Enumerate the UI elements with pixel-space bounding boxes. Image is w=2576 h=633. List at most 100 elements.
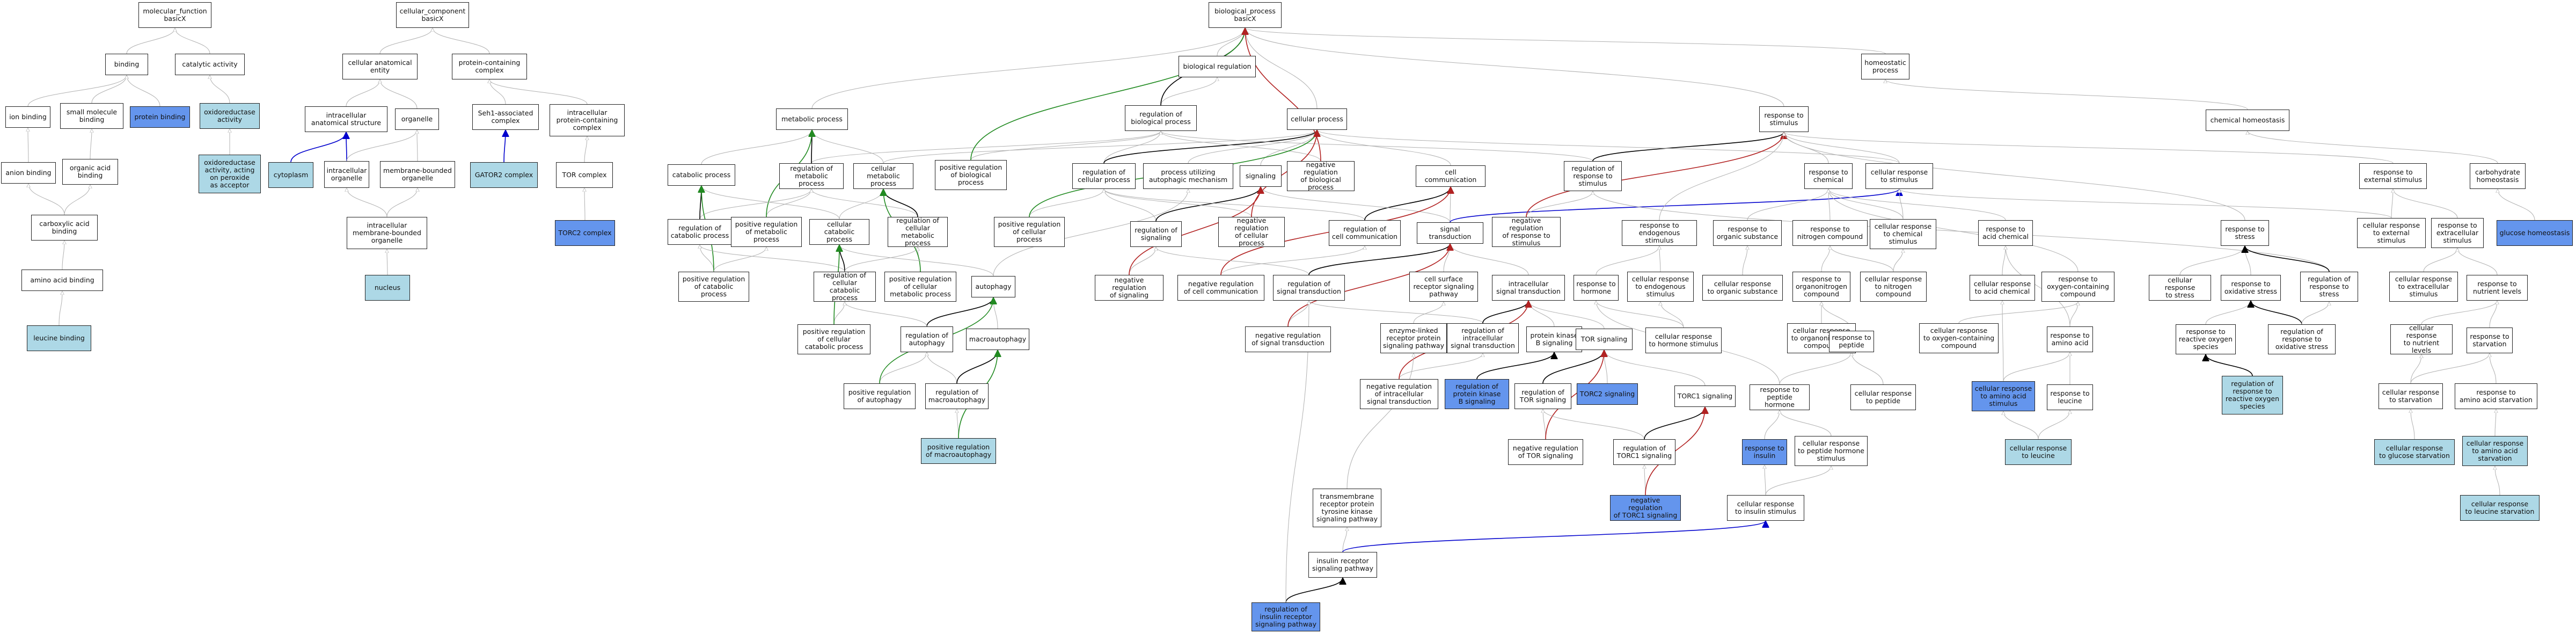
node-carboxylic-acid-binding[interactable]: carboxylic acid binding — [31, 215, 98, 241]
node-response-to-organic-substance[interactable]: response to organic substance — [1713, 220, 1782, 246]
node-positive-regulation-of-macroautophagy[interactable]: positive regulation of macroautophagy — [921, 438, 996, 464]
node-cellular-response-to-hormone-stimulus[interactable]: cellular response to hormone stimulus — [1645, 328, 1722, 353]
node-leucine-binding[interactable]: leucine binding — [27, 325, 91, 351]
node-negative-regulation-of-tor-signaling[interactable]: negative regulation of TOR signaling — [1508, 439, 1583, 465]
node-cellular-response-to-endogenous-stimulus[interactable]: cellular response to endogenous stimulus — [1627, 272, 1694, 302]
node-catabolic-process[interactable]: catabolic process — [668, 164, 735, 186]
node-protein-binding[interactable]: protein binding — [130, 106, 190, 128]
node-anion-binding[interactable]: anion binding — [1, 162, 56, 184]
node-cellular-response-to-acid-chemical[interactable]: cellular response to acid chemical — [1970, 275, 2035, 301]
node-organelle[interactable]: organelle — [395, 108, 439, 130]
node-regulation-of-signaling[interactable]: regulation of signaling — [1130, 221, 1182, 247]
node-regulation-of-intracellular-signal-transduction[interactable]: regulation of intracellular signal trans… — [1447, 323, 1519, 353]
node-response-to-organonitrogen-compound[interactable]: response to organonitrogen compound — [1792, 272, 1850, 302]
node-cellular-catabolic-process[interactable]: cellular catabolic process — [809, 219, 869, 245]
node-regulation-of-metabolic-process[interactable]: regulation of metabolic process — [779, 163, 844, 189]
node-protein-containing-complex[interactable]: protein-containing complex — [452, 54, 527, 79]
node-response-to-oxidative-stress[interactable]: response to oxidative stress — [2221, 275, 2281, 301]
node-cellular-response-to-peptide[interactable]: cellular response to peptide — [1850, 384, 1916, 410]
node-signaling[interactable]: signaling — [1240, 165, 1282, 187]
node-biological-regulation[interactable]: biological regulation — [1179, 56, 1256, 77]
node-cellular-response-to-insulin-stimulus[interactable]: cellular response to insulin stimulus — [1727, 495, 1804, 521]
node-seh1-associated-complex[interactable]: Seh1-associated complex — [472, 104, 539, 130]
node-positive-regulation-of-autophagy[interactable]: positive regulation of autophagy — [844, 383, 916, 409]
node-negative-regulation-of-cellular-process[interactable]: negative regulation of cellular process — [1218, 217, 1285, 247]
node-response-to-acid-chemical[interactable]: response to acid chemical — [1978, 220, 2033, 246]
node-response-to-endogenous-stimulus[interactable]: response to endogenous stimulus — [1622, 220, 1697, 246]
node-autophagy[interactable]: autophagy — [971, 276, 1015, 297]
node-positive-regulation-of-biological-process[interactable]: positive regulation of biological proces… — [935, 160, 1007, 190]
node-negative-regulation-of-signal-transduction[interactable]: negative regulation of signal transducti… — [1245, 326, 1331, 352]
node-organic-acid-binding[interactable]: organic acid binding — [62, 159, 118, 185]
node-cellular-response-to-stress[interactable]: cellular response to stress — [2149, 275, 2211, 301]
node-regulation-of-signal-transduction[interactable]: regulation of signal transduction — [1273, 275, 1345, 301]
node-cellular-response-to-glucose-starvation[interactable]: cellular response to glucose starvation — [2374, 439, 2455, 465]
node-regulation-of-protein-kinase-b-signaling[interactable]: regulation of protein kinase B signaling — [1445, 379, 1509, 409]
node-regulation-of-cellular-metabolic-process[interactable]: regulation of cellular metabolic process — [888, 217, 948, 247]
node-cellular-response-to-organic-substance[interactable]: cellular response to organic substance — [1702, 275, 1783, 301]
node-response-to-stress[interactable]: response to stress — [2221, 220, 2269, 246]
node-cell-communication[interactable]: cell communication — [1416, 165, 1485, 187]
node-regulation-of-response-to-oxidative-stress[interactable]: regulation of response to oxidative stre… — [2268, 324, 2336, 354]
node-intracellular-membrane-bounded-organelle[interactable]: intracellular membrane-bounded organelle — [347, 217, 427, 249]
node-response-to-starvation[interactable]: response to starvation — [2467, 328, 2513, 353]
node-intracellular-protein-containing-complex[interactable]: intracellular protein-containing complex — [550, 104, 625, 136]
node-insulin-receptor-signaling-pathway[interactable]: insulin receptor signaling pathway — [1308, 552, 1377, 578]
node-cellular-response-to-extracellular-stimulus[interactable]: cellular response to extracellular stimu… — [2389, 272, 2458, 302]
node-regulation-of-response-to-stimulus[interactable]: regulation of response to stimulus — [1564, 161, 1622, 191]
node-cellular-response-to-peptide-hormone-stimulus[interactable]: cellular response to peptide hormone sti… — [1795, 436, 1868, 466]
node-chemical-homeostasis[interactable]: chemical homeostasis — [2206, 110, 2289, 131]
node-cellular-response-to-starvation[interactable]: cellular response to starvation — [2379, 383, 2443, 409]
node-cellular-response-to-external-stimulus[interactable]: cellular response to external stimulus — [2357, 218, 2426, 248]
node-cellular-response-to-chemical-stimulus[interactable]: cellular response to chemical stimulus — [1870, 219, 1936, 249]
node-positive-regulation-of-cellular-catabolic-process[interactable]: positive regulation of cellular cataboli… — [797, 324, 870, 354]
node-cell-surface-receptor-signaling-pathway[interactable]: cell surface receptor signaling pathway — [1409, 272, 1478, 302]
node-response-to-reactive-oxygen-species[interactable]: response to reactive oxygen species — [2176, 324, 2236, 354]
node-regulation-of-response-to-reactive-oxygen-species[interactable]: regulation of response to reactive oxyge… — [2222, 376, 2283, 414]
node-negative-regulation-of-torc1-signaling[interactable]: negative regulation of TORC1 signaling — [1610, 495, 1681, 521]
node-regulation-of-autophagy[interactable]: regulation of autophagy — [901, 326, 953, 352]
node-intracellular-signal-transduction[interactable]: intracellular signal transduction — [1492, 275, 1565, 301]
node-cytoplasm[interactable]: cytoplasm — [268, 162, 313, 188]
node-response-to-hormone[interactable]: response to hormone — [1574, 275, 1619, 301]
node-cellular-response-to-amino-acid-stimulus[interactable]: cellular response to amino acid stimulus — [1972, 381, 2035, 411]
node-response-to-chemical[interactable]: response to chemical — [1804, 163, 1853, 189]
node-regulation-of-tor-signaling[interactable]: regulation of TOR signaling — [1514, 383, 1571, 409]
node-negative-regulation-of-biological-process[interactable]: negative regulation of biological proces… — [1287, 161, 1355, 191]
node-regulation-of-catabolic-process[interactable]: regulation of catabolic process — [668, 219, 732, 245]
node-intracellular-organelle[interactable]: intracellular organelle — [324, 161, 369, 188]
node-carbohydrate-homeostasis[interactable]: carbohydrate homeostasis — [2470, 163, 2526, 189]
node-cellular-response-to-leucine[interactable]: cellular response to leucine — [2005, 439, 2072, 465]
node-nucleus[interactable]: nucleus — [365, 275, 410, 301]
node-cellular-process[interactable]: cellular process — [1287, 108, 1347, 130]
node-regulation-of-insulin-receptor-signaling-pathway[interactable]: regulation of insulin receptor signaling… — [1252, 602, 1320, 631]
node-metabolic-process[interactable]: metabolic process — [776, 108, 848, 130]
node-signal-transduction[interactable]: signal transduction — [1417, 222, 1483, 244]
node-intracellular-anatomical-structure[interactable]: intracellular anatomical structure — [305, 106, 387, 132]
node-tor-complex[interactable]: TOR complex — [556, 162, 613, 188]
node-response-to-extracellular-stimulus[interactable]: response to extracellular stimulus — [2431, 218, 2484, 248]
node-regulation-of-biological-process[interactable]: regulation of biological process — [1125, 105, 1197, 131]
node-response-to-external-stimulus[interactable]: response to external stimulus — [2359, 163, 2427, 189]
node-homeostatic-process[interactable]: homeostatic process — [1861, 54, 1909, 79]
node-transmembrane-receptor-protein-tyrosine-kinase-signaling-pathway[interactable]: transmembrane receptor protein tyrosine … — [1313, 489, 1381, 527]
node-positive-regulation-of-cellular-metabolic-process[interactable]: positive regulation of cellular metaboli… — [884, 272, 956, 302]
node-negative-regulation-of-signaling[interactable]: negative regulation of signaling — [1095, 275, 1163, 301]
node-regulation-of-cellular-process[interactable]: regulation of cellular process — [1072, 163, 1136, 189]
node-membrane-bounded-organelle[interactable]: membrane-bounded organelle — [380, 161, 455, 188]
node-torc1-signaling[interactable]: TORC1 signaling — [1674, 385, 1736, 407]
node-cellular-response-to-amino-acid-starvation[interactable]: cellular response to amino acid starvati… — [2462, 436, 2528, 466]
node-binding[interactable]: binding — [105, 54, 148, 75]
node-cellular-metabolic-process[interactable]: cellular metabolic process — [853, 163, 913, 189]
node-oxidoreductase-peroxide[interactable]: oxidoreductase activity, acting on perox… — [199, 155, 261, 193]
node-amino-acid-binding[interactable]: amino acid binding — [21, 270, 103, 291]
node-cellular-response-to-leucine-starvation[interactable]: cellular response to leucine starvation — [2460, 495, 2540, 521]
node-response-to-nitrogen-compound[interactable]: response to nitrogen compound — [1792, 220, 1868, 246]
node-regulation-of-response-to-stress[interactable]: regulation of response to stress — [2300, 272, 2358, 302]
node-cellular-response-to-stimulus[interactable]: cellular response to stimulus — [1865, 163, 1933, 189]
node-protein-kinase-b-signaling[interactable]: protein kinase B signaling — [1526, 326, 1582, 352]
node-negative-regulation-of-response-to-stimulus[interactable]: negative regulation of response to stimu… — [1492, 217, 1561, 247]
node-torc2-complex[interactable]: TORC2 complex — [555, 220, 615, 246]
node-response-to-peptide-hormone[interactable]: response to peptide hormone — [1750, 384, 1810, 410]
node-macroautophagy[interactable]: macroautophagy — [966, 329, 1029, 350]
